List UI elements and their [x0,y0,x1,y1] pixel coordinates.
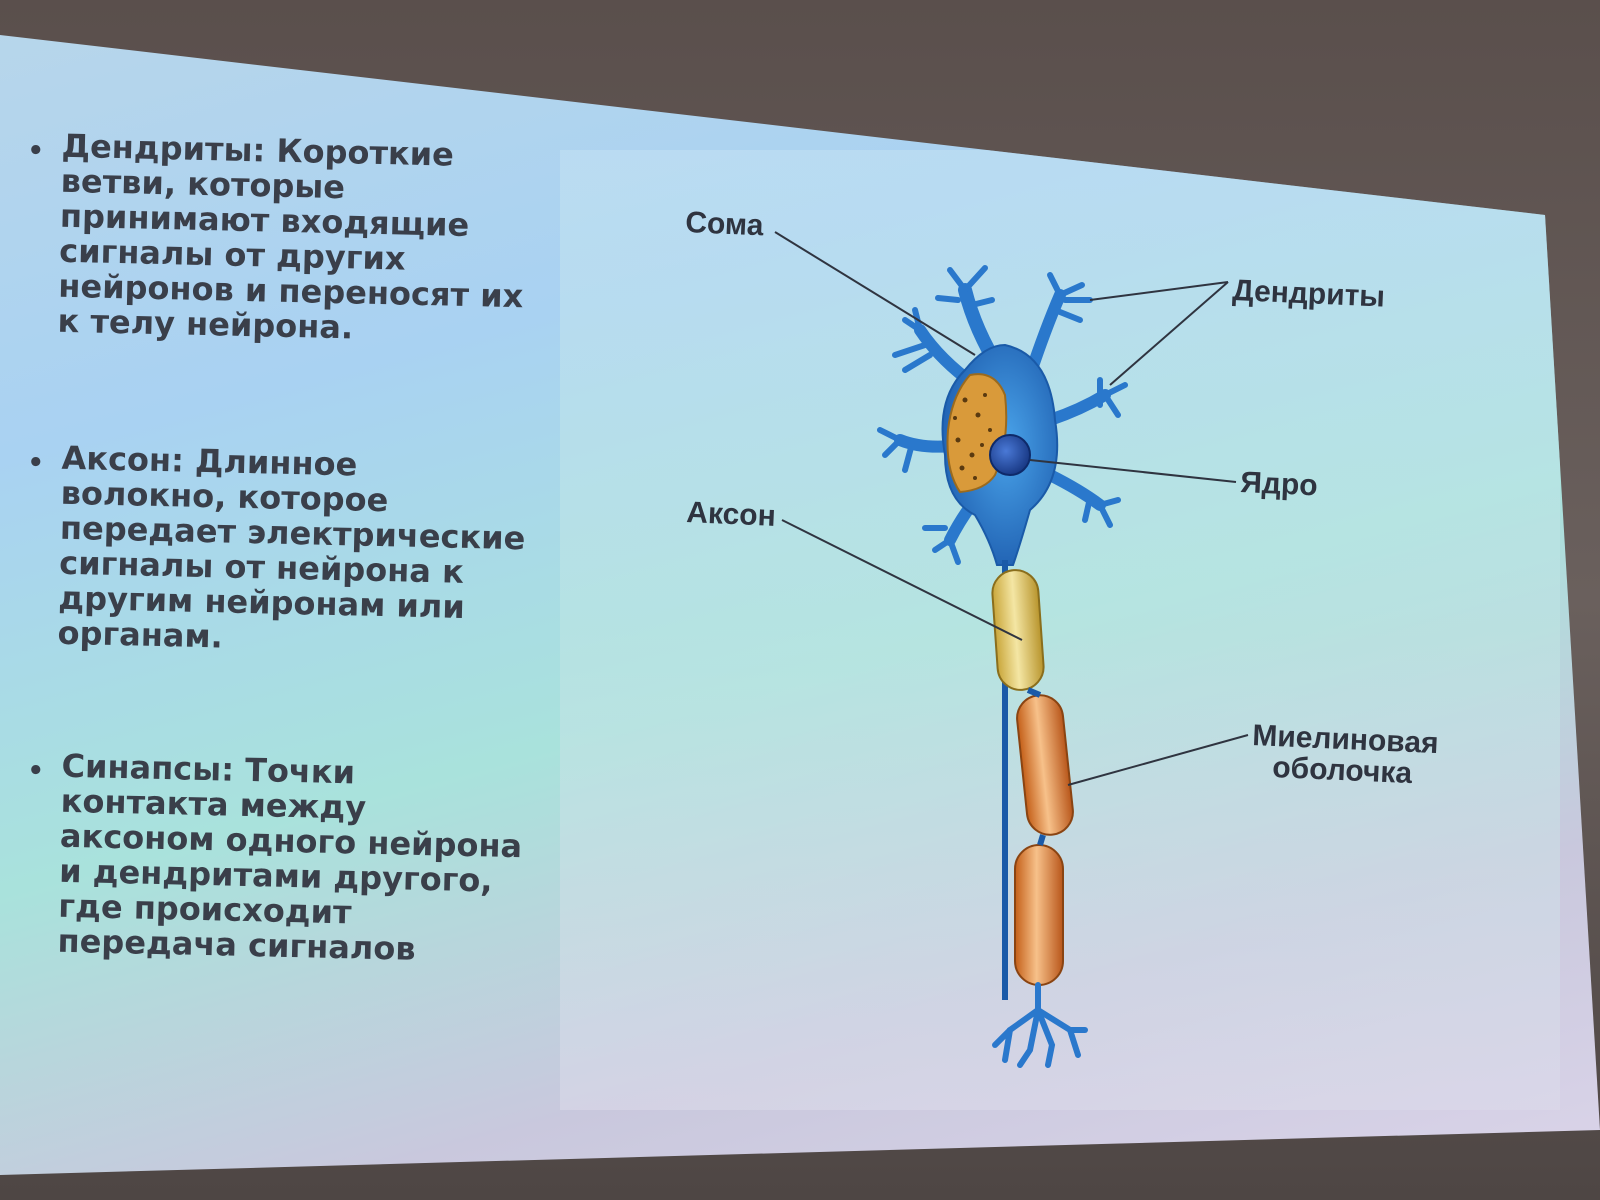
axon-terminal [992,982,1088,1068]
label-nucleus: Ядро [1240,466,1319,502]
label-soma: Сома [685,206,765,242]
leader-lines [774,231,1249,786]
label-myelin-line2: оболочка [1272,751,1413,790]
myelin-segments [991,569,1074,986]
soma-granules [953,393,992,480]
label-axon: Аксон [686,496,777,533]
label-dendrites: Дендриты [1232,274,1386,314]
nodes-of-ranvier [1026,687,1046,846]
label-myelin-line1: Миелиновая [1252,719,1440,760]
nucleus-shape [989,434,1031,476]
